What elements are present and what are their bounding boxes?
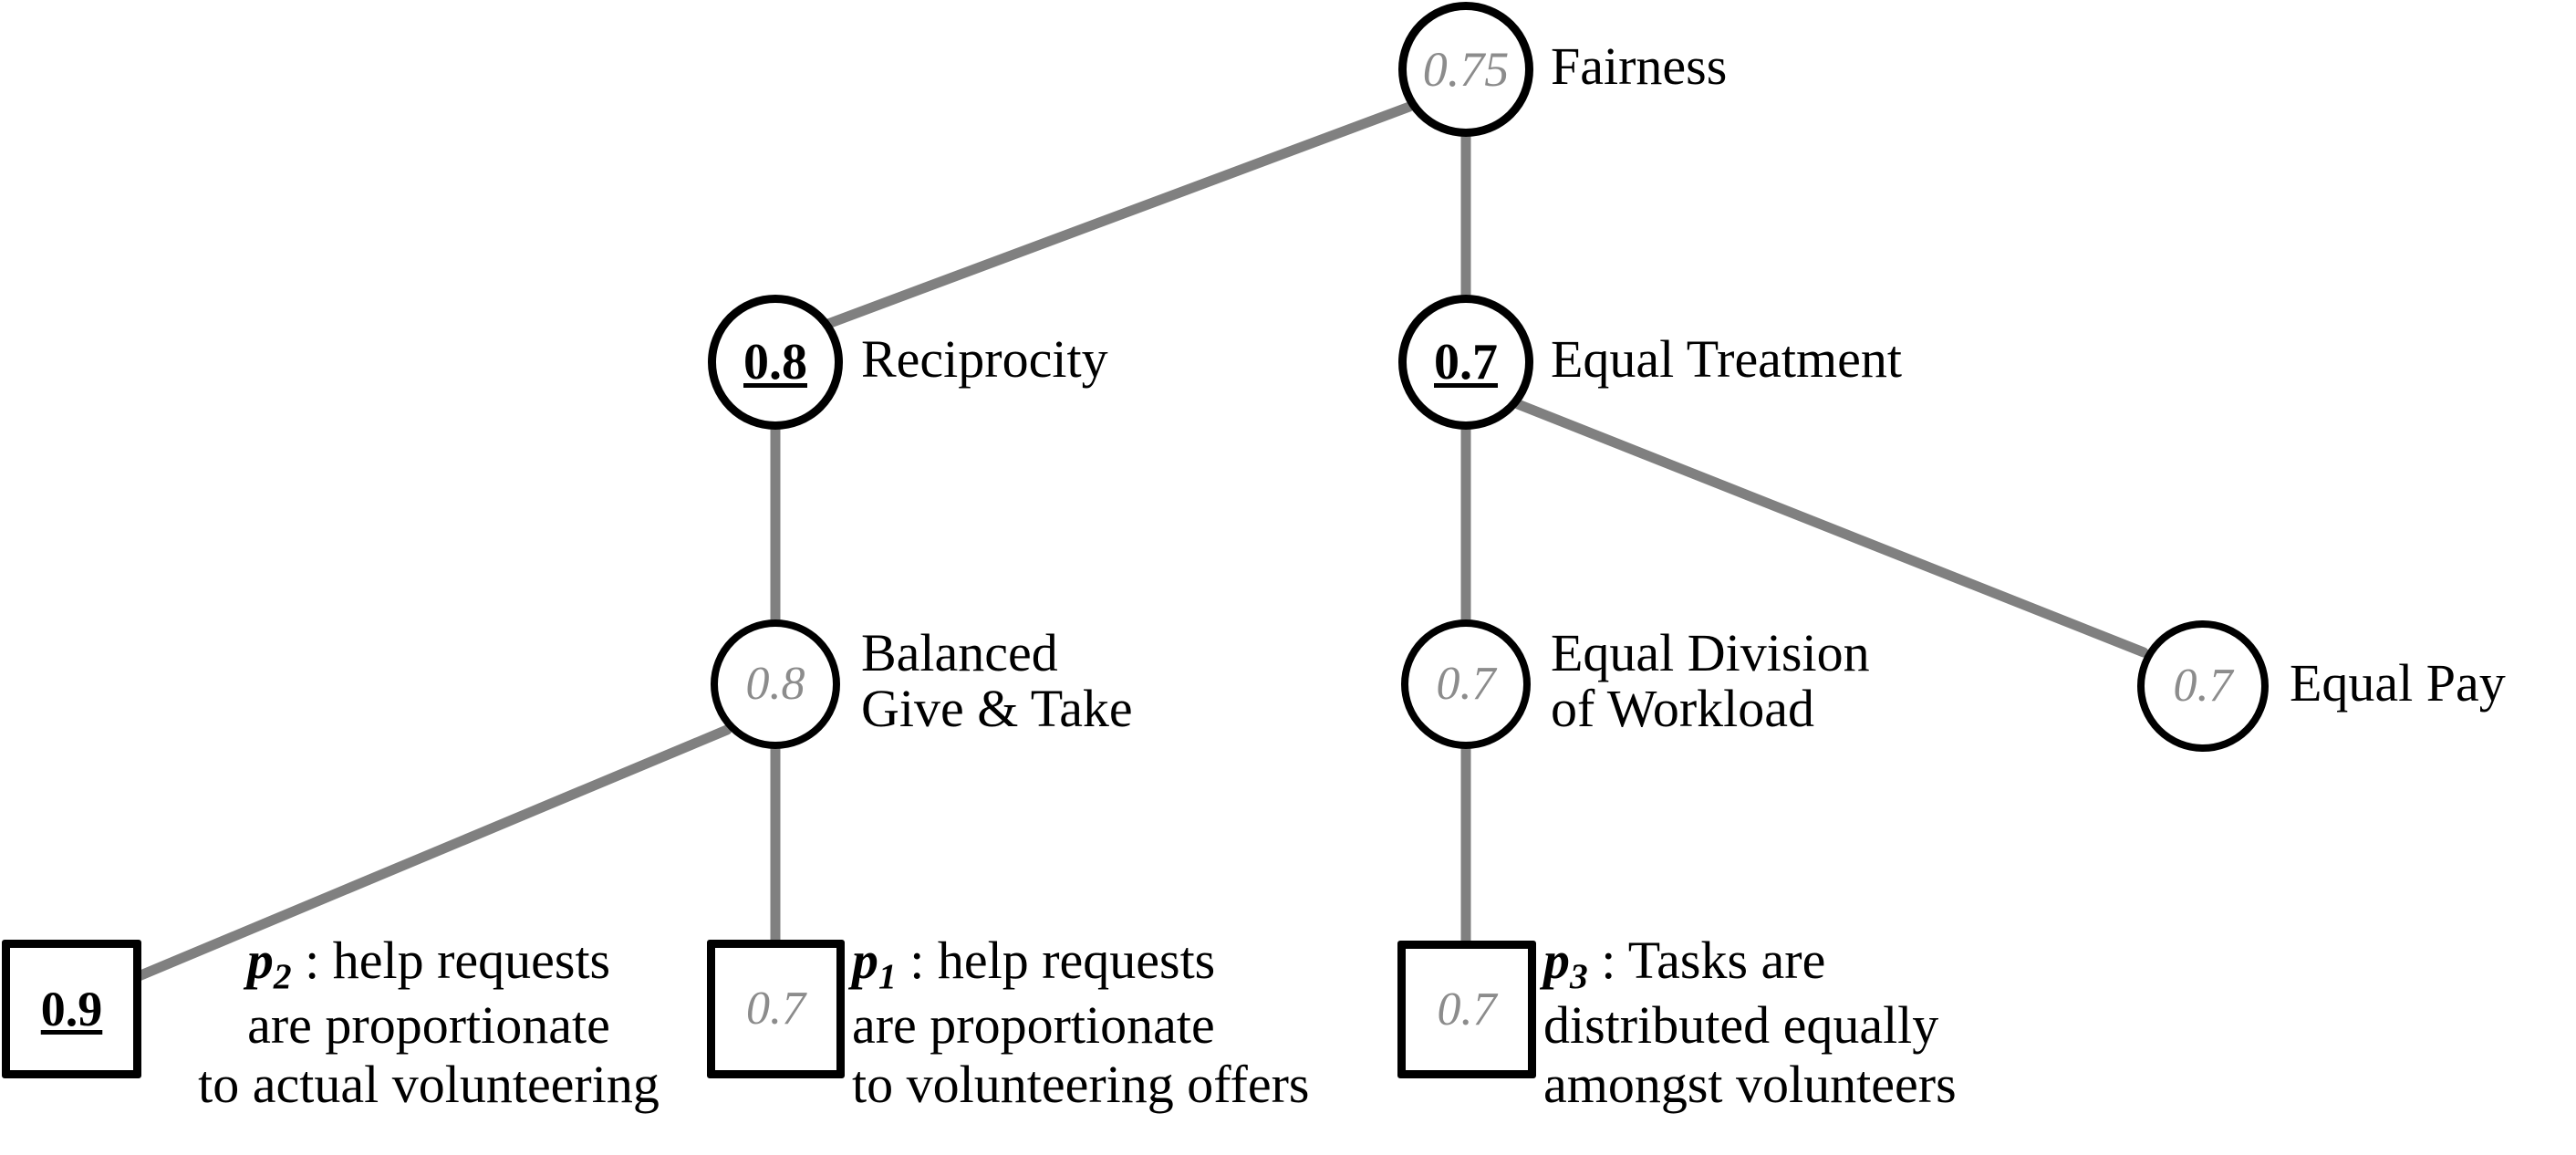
- proposition-symbol: p3: [1543, 931, 1588, 996]
- leaf-value: 0.7: [1437, 983, 1497, 1035]
- leaf-node-p2[interactable]: 0.9: [2, 940, 141, 1078]
- node-value: 0.7: [1436, 658, 1496, 710]
- leaf-label-p2: p2 : help requests are proportionate to …: [146, 931, 712, 1115]
- proposition-symbol-letter: p: [852, 931, 878, 990]
- proposition-symbol-subscript: 2: [273, 956, 292, 997]
- node-balanced-give-take[interactable]: 0.8: [711, 619, 840, 749]
- leaf-node-p3[interactable]: 0.7: [1397, 941, 1536, 1078]
- node-label-reciprocity: Reciprocity: [861, 329, 1108, 389]
- node-label-equal-pay: Equal Pay: [2290, 653, 2506, 713]
- leaf-value: 0.7: [746, 983, 805, 1035]
- edge-fairness-reciprocity: [820, 101, 1415, 330]
- node-reciprocity[interactable]: 0.8: [708, 295, 843, 430]
- leaf-label-p1: p1 : help requests are proportionate to …: [852, 931, 1399, 1115]
- node-value: 0.75: [1422, 42, 1510, 97]
- proposition-symbol: p2: [246, 931, 292, 996]
- node-value: 0.7: [1434, 334, 1498, 390]
- proposition-symbol: p1: [852, 931, 897, 996]
- proposition-text: : Tasks are distributed equally amongst …: [1543, 931, 1957, 1115]
- node-equal-treatment[interactable]: 0.7: [1398, 295, 1533, 430]
- proposition-symbol-subscript: 1: [878, 956, 897, 997]
- leaf-label-p3: p3 : Tasks are distributed equally among…: [1543, 931, 2091, 1115]
- proposition-symbol-letter: p: [246, 931, 274, 990]
- leaf-node-p1[interactable]: 0.7: [707, 940, 845, 1078]
- node-fairness[interactable]: 0.75: [1398, 2, 1533, 137]
- node-equal-division-workload[interactable]: 0.7: [1401, 619, 1531, 749]
- proposition-symbol-letter: p: [1543, 931, 1570, 990]
- node-value: 0.8: [743, 334, 807, 390]
- node-value: 0.7: [2173, 660, 2233, 712]
- proposition-symbol-subscript: 3: [1570, 956, 1588, 997]
- node-label-equal-division-workload: Equal Division of Workload: [1551, 623, 1870, 739]
- leaf-value: 0.9: [40, 982, 103, 1036]
- node-label-fairness: Fairness: [1551, 36, 1728, 96]
- node-value: 0.8: [745, 658, 805, 710]
- node-label-equal-treatment: Equal Treatment: [1551, 329, 1903, 389]
- proposition-text: : help requests are proportionate to vol…: [852, 931, 1310, 1115]
- node-label-balanced-give-take: Balanced Give & Take: [861, 623, 1133, 739]
- node-equal-pay[interactable]: 0.7: [2137, 620, 2269, 752]
- edge-equal-treatment-equal-pay: [1512, 399, 2149, 658]
- proposition-text: : help requests are proportionate to act…: [198, 931, 660, 1115]
